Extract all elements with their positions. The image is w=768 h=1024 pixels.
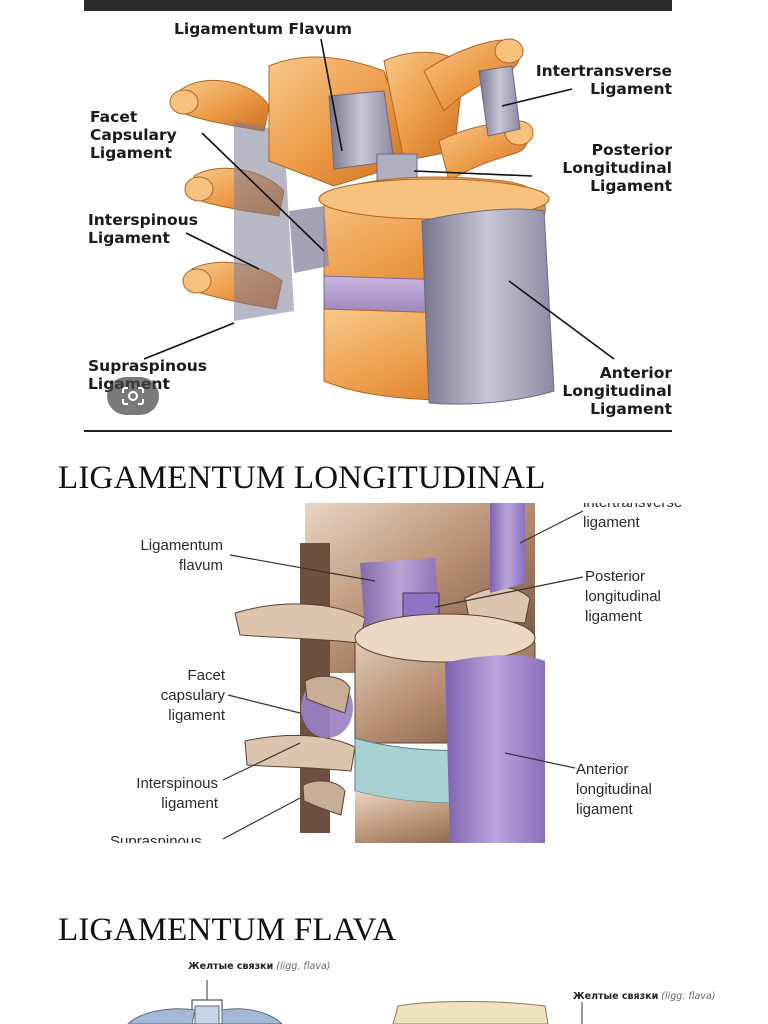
label2-ligamentum-flavum: Ligamentum flavum: [140, 537, 223, 574]
spine-illustration-2: [222, 503, 584, 843]
label3-left-ru: Желтые связки: [188, 961, 274, 972]
label3-left: Желтые связки (ligg. flava): [188, 961, 330, 972]
label-anterior-longitudinal-ligament: Anterior Longitudinal Ligament: [562, 364, 672, 418]
label-ligamentum-flavum: Ligamentum Flavum: [174, 20, 353, 38]
label2-facet-capsulary-ligament: Facet capsulary ligament: [160, 667, 225, 724]
google-lens-button[interactable]: [107, 377, 159, 415]
label2-supraspinous: Supraspinous: [110, 833, 202, 843]
top-image-edge: [84, 0, 672, 11]
spine-illustration-1: [143, 38, 615, 405]
label-intertransverse-ligament: Intertransverse Ligament: [535, 62, 672, 98]
section-title-ligamentum-longitudinal: LIGAMENTUM LONGITUDINAL: [58, 460, 546, 496]
label2-intertransverse-ligament: intertransverse ligament: [583, 494, 683, 531]
label3-right-ru: Желтые связки: [573, 991, 659, 1002]
google-lens-icon: [122, 387, 144, 405]
label2-interspinous-ligament: Interspinous ligament: [136, 775, 218, 812]
label3-right: Желтые связки (ligg. flava): [573, 991, 715, 1002]
label3-right-latin: (ligg. flava): [661, 991, 716, 1002]
label2-anterior-longitudinal-ligament: Anterior longitudinal ligament: [576, 761, 652, 818]
label3-left-latin: (ligg. flava): [276, 961, 331, 972]
label-facet-capsulary-ligament: Facet Capsulary Ligament: [90, 108, 177, 162]
spine-ligaments-figure-2[interactable]: [105, 503, 705, 843]
figure-divider: [84, 430, 672, 432]
label2-posterior-longitudinal-ligament: Posterior longitudinal ligament: [585, 568, 661, 625]
spine-illustration-3: [127, 980, 583, 1024]
spine-ligaments-figure-1[interactable]: Ligamentum Flavum Intertransverse Ligame…: [84, 11, 672, 430]
label-interspinous-ligament: Interspinous Ligament: [88, 211, 198, 247]
section-title-ligamentum-flava: LIGAMENTUM FLAVA: [58, 912, 397, 948]
label-posterior-longitudinal-ligament: Posterior Longitudinal Ligament: [562, 141, 672, 195]
